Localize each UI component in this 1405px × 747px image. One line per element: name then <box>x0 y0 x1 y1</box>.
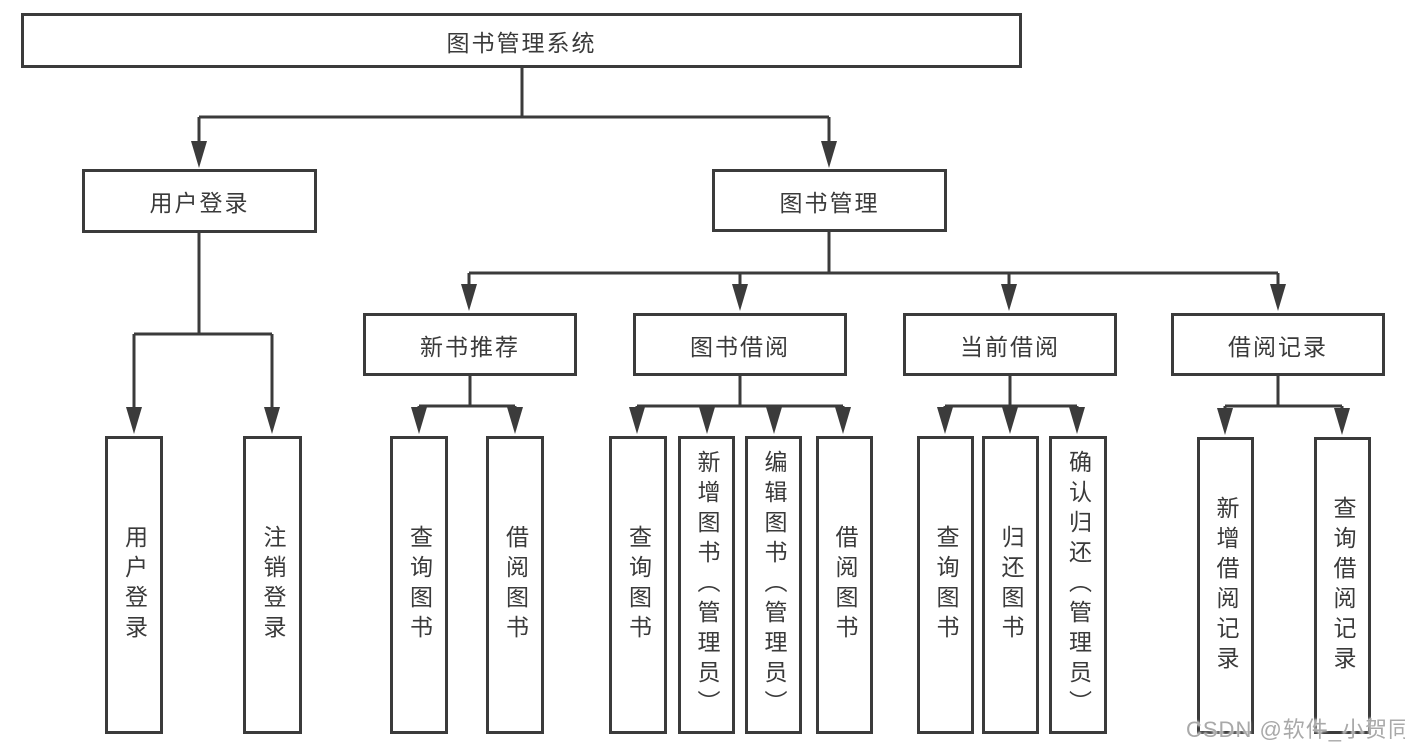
arrowhead-icon <box>1001 284 1017 311</box>
arrowhead-icon <box>1334 408 1350 435</box>
leaf-confirm-return-admin: 确认归还（管理员） <box>1049 436 1107 734</box>
node-user-login: 用户登录 <box>82 169 317 233</box>
leaf-query-borrow-record: 查询借阅记录 <box>1314 437 1371 734</box>
node-label: 新书推荐 <box>420 333 520 360</box>
node-borrow-records: 借阅记录 <box>1171 313 1385 376</box>
node-label: 查询图书 <box>625 525 652 645</box>
node-current-borrow: 当前借阅 <box>903 313 1117 376</box>
node-label: 借阅图书 <box>502 525 529 645</box>
node-label: 查询图书 <box>406 525 433 645</box>
arrowhead-icon <box>766 407 782 434</box>
arrowhead-icon <box>191 141 207 168</box>
arrowhead-icon <box>937 407 953 434</box>
node-label: 归还图书 <box>998 525 1024 645</box>
leaf-borrow-book-1: 借阅图书 <box>486 436 544 734</box>
node-label: 查询图书 <box>933 525 959 645</box>
node-label: 当前借阅 <box>960 333 1060 360</box>
arrowhead-icon <box>821 141 837 168</box>
node-label: 用户登录 <box>149 190 250 216</box>
arrowhead-icon <box>629 407 645 434</box>
arrowhead-icon <box>507 407 523 434</box>
leaf-logout: 注销登录 <box>243 436 302 734</box>
leaf-query-book-2: 查询图书 <box>609 436 667 734</box>
arrowhead-icon <box>732 284 748 311</box>
leaf-add-borrow-record: 新增借阅记录 <box>1197 437 1254 734</box>
arrowhead-icon <box>1217 408 1233 435</box>
arrowhead-icon <box>264 407 280 434</box>
node-label: 新增借阅记录 <box>1213 495 1239 676</box>
node-label: 借阅记录 <box>1228 333 1328 360</box>
node-label: 查询借阅记录 <box>1330 495 1356 676</box>
arrowhead-icon <box>1069 407 1085 434</box>
arrowhead-icon <box>699 407 715 434</box>
csdn-watermark: CSDN @软件_小贺同学 <box>1186 717 1405 742</box>
node-book-management: 图书管理 <box>712 169 947 232</box>
node-label: 新增图书（管理员） <box>694 450 720 720</box>
node-label: 借阅图书 <box>832 525 858 645</box>
node-label: 编辑图书（管理员） <box>761 450 787 720</box>
node-new-book-recommend: 新书推荐 <box>363 313 577 376</box>
arrowhead-icon <box>126 407 142 434</box>
node-label: 图书借阅 <box>690 333 790 360</box>
leaf-query-book-3: 查询图书 <box>917 436 974 734</box>
node-label: 图书管理系统 <box>446 29 597 56</box>
arrowhead-icon <box>1002 407 1018 434</box>
leaf-user-login: 用户登录 <box>105 436 163 734</box>
arrowhead-icon <box>835 407 851 434</box>
node-label: 确认归还（管理员） <box>1065 450 1092 720</box>
leaf-add-book-admin: 新增图书（管理员） <box>678 436 735 734</box>
arrowhead-icon <box>1270 284 1286 311</box>
node-label: 注销登录 <box>260 525 286 645</box>
leaf-query-book-1: 查询图书 <box>390 436 448 734</box>
node-label: 图书管理 <box>779 189 880 216</box>
node-book-borrow: 图书借阅 <box>633 313 847 376</box>
node-label: 用户登录 <box>121 525 148 645</box>
leaf-borrow-book-2: 借阅图书 <box>816 436 873 734</box>
arrowhead-icon <box>461 284 477 311</box>
arrowhead-icon <box>411 407 427 434</box>
node-library-system: 图书管理系统 <box>21 13 1022 68</box>
leaf-edit-book-admin: 编辑图书（管理员） <box>745 436 802 734</box>
leaf-return-book: 归还图书 <box>982 436 1039 734</box>
